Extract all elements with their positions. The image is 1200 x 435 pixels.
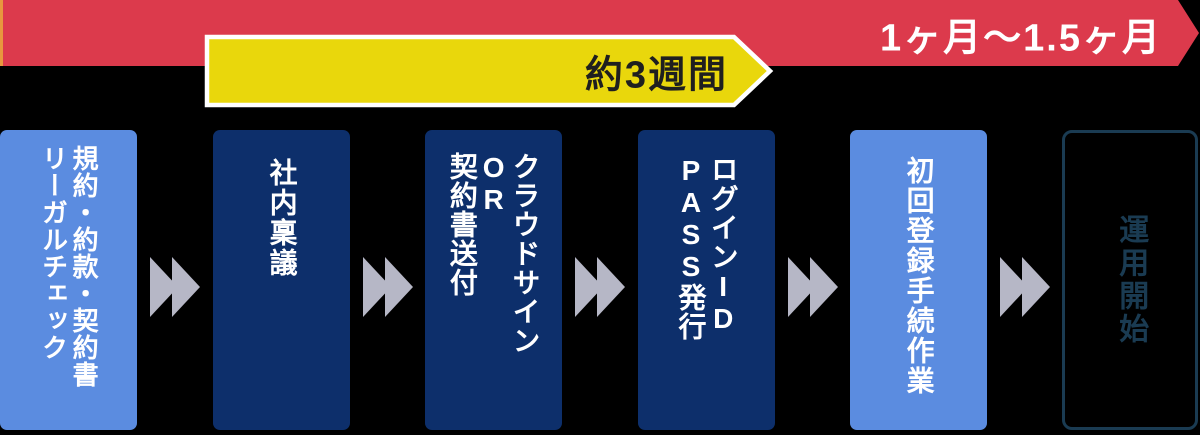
step-label: 初回登録手続作業 [903, 156, 935, 396]
phase-duration-arrow-icon [204, 34, 774, 108]
step-operation-start: 運用開始 [1062, 130, 1198, 430]
step-internal-approval: 社内稟議 [213, 130, 350, 430]
step-label: ログインID PASS発行 [675, 155, 739, 341]
double-chevron-right-icon [363, 257, 413, 317]
step-label: クラウドサイン OR 契約書送付 [446, 152, 541, 355]
step-id-pass-issue: ログインID PASS発行 [638, 130, 775, 430]
step-label: 社内稟議 [266, 158, 298, 278]
phase-duration-arrow: 約3週間 [204, 34, 776, 108]
total-duration-label: 1ヶ月〜1.5ヶ月 [880, 17, 1162, 60]
step-legal-check: 規約・約款・契約書 リーガルチェック [0, 130, 137, 430]
step-contract-signing: クラウドサイン OR 契約書送付 [425, 130, 562, 430]
phase-duration-label: 約3週間 [584, 54, 728, 97]
double-chevron-right-icon [150, 257, 200, 317]
step-initial-registration: 初回登録手続作業 [850, 130, 987, 430]
step-label: 運用開始 [1114, 214, 1148, 346]
double-chevron-right-icon [575, 257, 625, 317]
step-label: 規約・約款・契約書 リーガルチェック [38, 145, 100, 388]
double-chevron-right-icon [1000, 257, 1050, 317]
double-chevron-right-icon [788, 257, 838, 317]
